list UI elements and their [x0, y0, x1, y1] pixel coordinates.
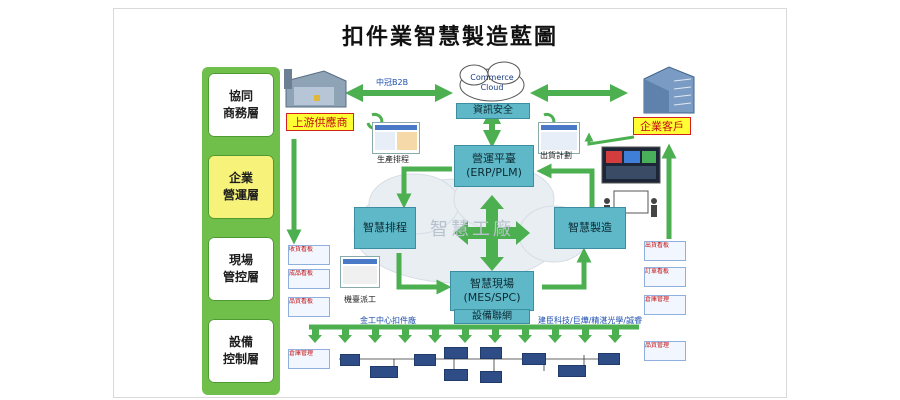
- factory-building-icon: [284, 69, 347, 108]
- smart-factory-watermark: 智慧工廠: [430, 219, 514, 240]
- layer-label: 現場: [228, 253, 253, 267]
- flow-step: [480, 371, 502, 383]
- production-schedule-label: 生產排程: [377, 155, 409, 164]
- erp-to-schedule-arrow: [396, 166, 452, 209]
- layer-label: 協同: [228, 89, 253, 103]
- mes-spc-box: 智慧現場(MES/SPC): [450, 271, 534, 311]
- upstream-supplier-label: 上游供應商: [286, 113, 354, 131]
- smart-manufacturing-box: 智慧製造: [554, 207, 626, 249]
- quality-management-card: 品質管理: [644, 341, 686, 361]
- receiving-board-card: 收貨看板: [288, 245, 330, 265]
- right-dashboard-stack: 出貨看板 訂單看板 倉庫管理 品質管理: [636, 241, 692, 381]
- layer-label: 控制層: [222, 352, 259, 366]
- layer-equipment-control: 設備控制層: [208, 319, 274, 383]
- flow-step: [414, 354, 436, 366]
- floor-to-manufacture-arrow: [542, 247, 592, 290]
- shipping-plan-label: 出貨計劃: [540, 151, 572, 160]
- flow-step: [370, 366, 398, 378]
- flow-step: [522, 353, 546, 365]
- manufacture-to-erp-arrow: [536, 163, 595, 219]
- shipping-screenshot-thumb: [538, 122, 580, 154]
- schedule-to-floor-arrow: [396, 253, 452, 295]
- metal-center-label: 金工中心扣件廠: [360, 316, 416, 325]
- order-board-card: 訂單看板: [644, 267, 686, 287]
- erp-plm-box: 營運平臺(ERP/PLM): [454, 145, 534, 187]
- dispatch-screenshot-thumb: [340, 256, 380, 288]
- left-dashboard-stack: 收貨看板 成品看板 品質看板 倉庫管理: [282, 245, 332, 385]
- flow-step: [444, 369, 468, 381]
- bus-drop-arrows: [308, 327, 622, 343]
- equipment-network-box: 設備聯網: [454, 309, 530, 324]
- layer-label: 設備: [228, 335, 253, 349]
- b2b-label: 中冠B2B: [376, 78, 409, 87]
- layer-collaborative-commerce: 協同商務層: [208, 73, 274, 137]
- layer-label: 管控層: [222, 270, 259, 284]
- shipping-arrow: [584, 132, 635, 146]
- layer-column: 協同商務層 企業營運層 現場管控層 設備控制層: [202, 67, 280, 395]
- flow-step: [480, 347, 502, 359]
- warehouse-board-card: 倉庫管理: [644, 295, 686, 315]
- layer-label: 企業: [228, 171, 253, 185]
- warehouse-management-card: 倉庫管理: [288, 349, 330, 369]
- shipping-board-card: 出貨看板: [644, 241, 686, 261]
- partners-label: 建臣科技/巨燁/精湛光學/誠睿: [538, 316, 643, 325]
- layer-enterprise-operations: 企業營運層: [208, 155, 274, 219]
- dashboard-screen-icon: [601, 146, 661, 184]
- flow-step: [558, 365, 586, 377]
- central-cross-arrow: [454, 195, 530, 271]
- layer-label: 營運層: [222, 188, 259, 202]
- enterprise-customer-label: 企業客戶: [633, 117, 691, 135]
- quality-board-card: 品質看板: [288, 297, 330, 317]
- layer-label: 商務層: [222, 106, 259, 120]
- commerce-cloud-shape: [459, 61, 525, 102]
- schedule-screenshot-thumb: [372, 122, 420, 154]
- info-security-box: 資訊安全: [456, 103, 530, 119]
- machine-dispatch-label: 機臺派工: [344, 295, 376, 304]
- flow-step: [340, 354, 360, 366]
- finished-goods-board-card: 成品看板: [288, 269, 330, 289]
- diagram-title: 扣件業智慧製造藍圖: [341, 25, 558, 50]
- office-building-icon: [643, 66, 695, 114]
- blueprint-panel: 扣件業智慧製造藍圖: [113, 8, 787, 398]
- layer-shopfloor-control: 現場管控層: [208, 237, 274, 301]
- flow-step: [598, 353, 620, 365]
- flow-step: [444, 347, 468, 359]
- smart-scheduling-box: 智慧排程: [354, 207, 416, 249]
